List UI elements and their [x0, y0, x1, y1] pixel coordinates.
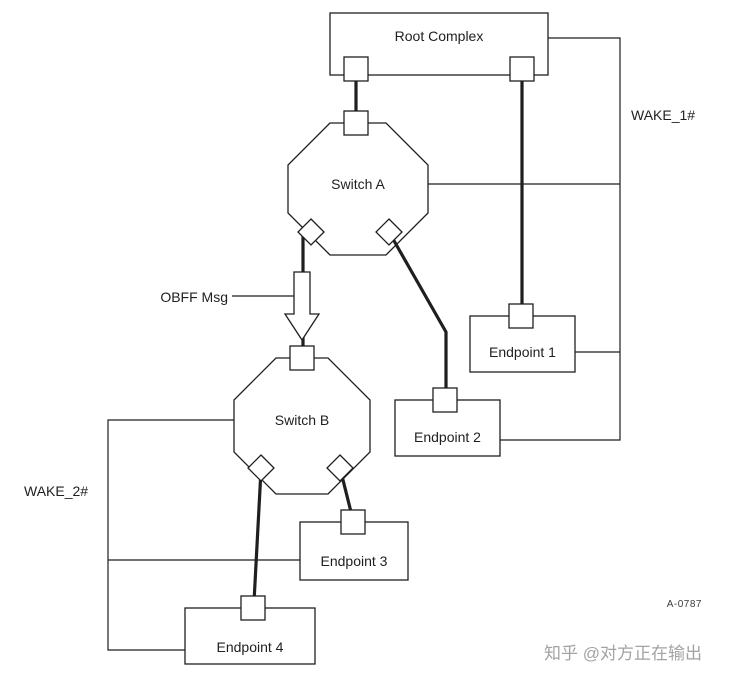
switch-a-label: Switch A: [331, 176, 385, 192]
wake2-label: WAKE_2#: [24, 483, 89, 499]
switch-b-label: Switch B: [274, 412, 330, 428]
endpoint-4-port: [240, 595, 266, 621]
endpoint-4-label: Endpoint 4: [216, 639, 284, 655]
root-complex-label: Root Complex: [394, 28, 484, 44]
wake1-signal-line: [428, 37, 621, 441]
endpoint-3-port: [340, 509, 366, 535]
endpoint-1-label: Endpoint 1: [489, 344, 556, 360]
endpoint-3-label: Endpoint 3: [320, 553, 388, 569]
link-switch-a-endpoint-2: [387, 231, 448, 392]
root-complex-port-right: [509, 56, 535, 82]
wake2-signal-line: [107, 419, 300, 651]
switch-a-downstream-port-left: [297, 218, 325, 246]
switch-a-octagon: [287, 122, 429, 256]
switch-b-downstream-port-left: [247, 454, 275, 482]
watermark: 知乎 @对方正在输出: [544, 644, 702, 663]
obff-msg-label: OBFF Msg: [160, 289, 228, 305]
switch-b-upstream-port: [289, 345, 315, 371]
switch-a-downstream-port-right: [375, 218, 403, 246]
wake1-label: WAKE_1#: [631, 107, 696, 123]
obff-arrow-icon: [283, 271, 321, 342]
link-switch-b-endpoint-4: [252, 469, 263, 603]
endpoint-2-port: [432, 387, 458, 413]
endpoint-1-port: [508, 303, 534, 329]
switch-a-upstream-port: [343, 110, 369, 136]
root-complex-port-left: [343, 56, 369, 82]
switch-b-downstream-port-right: [326, 454, 354, 482]
endpoint-2-label: Endpoint 2: [414, 429, 481, 445]
figure-id-label: A-0787: [666, 599, 702, 610]
